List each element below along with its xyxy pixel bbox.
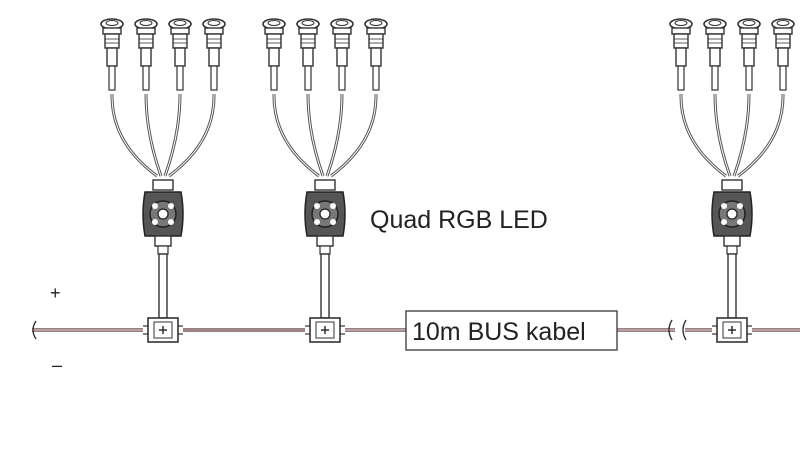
quad-led-unit-3 [670, 19, 794, 342]
quad-led-unit-2 [263, 19, 387, 342]
bus-cable [32, 319, 800, 341]
cable-label-box [405, 310, 618, 351]
plus-label: + [50, 283, 61, 303]
quad-led-unit-1 [101, 19, 225, 342]
device-label: Quad RGB LED [370, 206, 548, 234]
minus-label: – [52, 355, 62, 375]
cable-label: 10m BUS kabel [412, 318, 586, 346]
